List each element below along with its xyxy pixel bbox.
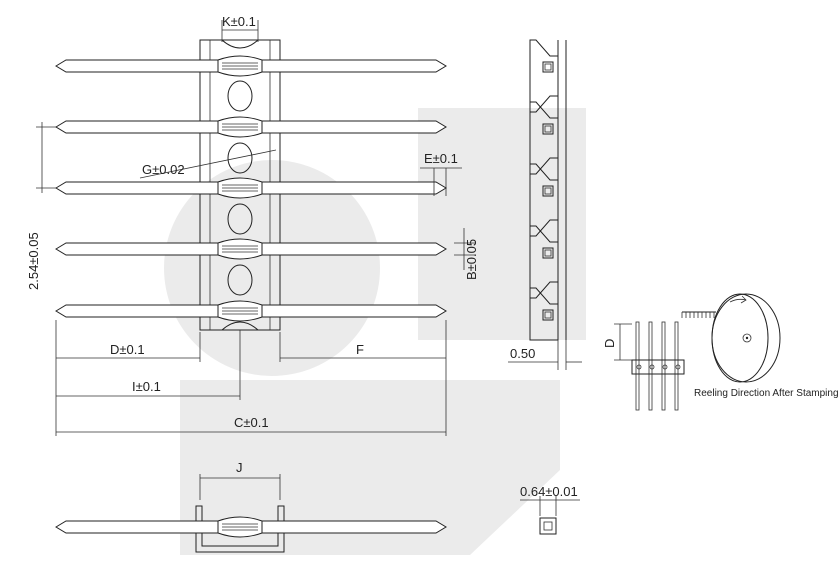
- j-label: J: [236, 460, 243, 475]
- pin-row-1: [55, 55, 447, 77]
- side-view: 0.50: [508, 39, 582, 370]
- pin-row-2: [55, 116, 447, 138]
- pin-row-5: [55, 300, 447, 322]
- dimension-pitch: 2.54±0.05: [26, 122, 56, 290]
- dimension-k: K±0.1: [221, 14, 259, 42]
- reel-view: Reeling Direction After Stamping: [681, 293, 838, 399]
- square-label: 0.64±0.01: [520, 484, 578, 499]
- dimension-b: B±0.05: [454, 228, 479, 280]
- dimension-d-f: D±0.1 F: [55, 320, 447, 436]
- pitch-label: 2.54±0.05: [26, 232, 41, 290]
- pin-header-view: D: [602, 321, 685, 411]
- dimension-g: G±0.02: [139, 149, 277, 179]
- i-label: I±0.1: [132, 379, 161, 394]
- square-section: 0.64±0.01: [520, 484, 580, 535]
- c-label: C±0.1: [234, 415, 269, 430]
- g-label: G±0.02: [142, 162, 185, 177]
- d-label: D±0.1: [110, 342, 145, 357]
- b-label: B±0.05: [464, 239, 479, 280]
- bottom-view: J: [55, 460, 447, 553]
- e-label: E±0.1: [424, 151, 458, 166]
- pin-row-3: [55, 177, 447, 199]
- dimension-e: E±0.1: [420, 151, 462, 196]
- k-label: K±0.1: [222, 14, 256, 29]
- f-label: F: [356, 342, 364, 357]
- pin-row-4: [55, 238, 447, 260]
- d-side-label: D: [602, 339, 617, 348]
- half-label: 0.50: [510, 346, 535, 361]
- dimension-c: C±0.1: [56, 415, 446, 433]
- reeling-label: Reeling Direction After Stamping: [694, 388, 838, 399]
- dimension-i: I±0.1: [56, 330, 241, 400]
